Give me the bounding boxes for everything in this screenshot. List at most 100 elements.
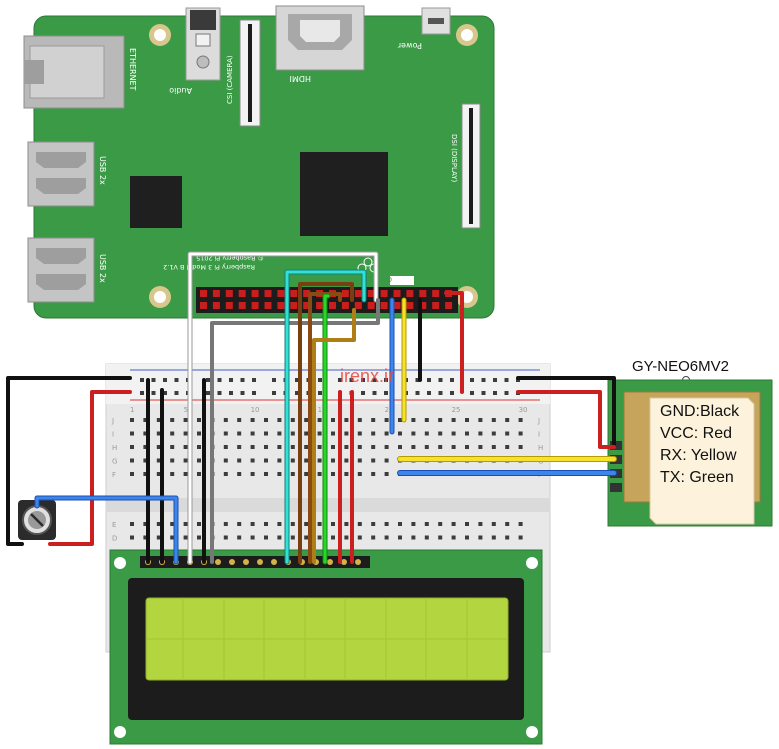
breadboard-hole (331, 445, 335, 449)
gpio-pin (380, 302, 388, 309)
breadboard-hole (197, 445, 201, 449)
breadboard-hole (424, 522, 429, 526)
gps-pin-vcc: VCC: Red (660, 425, 732, 442)
breadboard-hole (331, 431, 335, 436)
lcd-pin (341, 559, 347, 565)
rail-hole (372, 391, 377, 395)
wire-red-gps (516, 390, 616, 449)
breadboard-hole (183, 445, 188, 449)
breadboard-hole (277, 431, 282, 436)
breadboard-hole (237, 472, 242, 476)
breadboard-hole (237, 522, 242, 526)
lcd-mount-holes (114, 557, 538, 738)
breadboard-hole (491, 445, 496, 449)
column-number: 1 (130, 406, 134, 414)
breadboard-hole (170, 431, 175, 436)
breadboard-hole (384, 445, 389, 449)
breadboard-hole (143, 458, 148, 463)
breadboard-hole (237, 445, 242, 449)
breadboard-hole (143, 472, 148, 476)
gps-pin-rx: RX: Yellow (660, 447, 737, 464)
breadboard-hole (250, 458, 255, 463)
breadboard-hole (304, 522, 309, 526)
breadboard-hole (156, 458, 161, 463)
gpio-pin (406, 290, 414, 297)
breadboard-hole (465, 418, 469, 422)
csi-camera-connector: CSI (CAMERA) (226, 19, 261, 127)
breadboard-hole (411, 431, 416, 436)
rail-hole (438, 391, 443, 395)
breadboard-hole (277, 472, 282, 476)
gpio-pin (200, 302, 207, 309)
breadboard-hole (478, 445, 483, 449)
breadboard-hole (344, 431, 349, 436)
usb-port-top: USB 2x (27, 141, 107, 207)
breadboard-hole (156, 418, 161, 422)
breadboard-hole (505, 418, 510, 422)
breadboard-hole (130, 535, 134, 540)
rail-hole (493, 391, 497, 395)
breadboard-hole (223, 458, 228, 463)
breadboard-hole (371, 458, 376, 463)
breadboard-hole (277, 535, 282, 540)
breadboard-hole (264, 458, 268, 463)
breadboard-hole (438, 431, 443, 436)
breadboard-hole (290, 445, 295, 449)
gpio-pin (303, 302, 311, 309)
gpio-pin (251, 302, 259, 309)
watermark: irenx.ir (340, 366, 394, 386)
breadboard-hole (143, 418, 148, 422)
gpio-pin (354, 302, 362, 309)
breadboard-hole (223, 431, 228, 436)
breadboard-hole (478, 418, 483, 422)
breadboard-hole (371, 445, 376, 449)
breadboard-hole (290, 535, 295, 540)
breadboard-hole (518, 535, 523, 540)
wire-brown-lcd-1 (298, 282, 354, 564)
breadboard-hole (317, 445, 322, 449)
breadboard-hole (357, 445, 362, 449)
rail-hole (361, 378, 365, 382)
row-letter: D (112, 535, 117, 543)
gpio-pin (406, 302, 414, 309)
usb-bottom-label: USB 2x (98, 254, 107, 283)
breadboard-hole (317, 431, 322, 436)
breadboard-hole (130, 458, 134, 463)
wire-olive-lcd (312, 308, 356, 564)
model-label: Raspberry Pi 3 Model B V1.2 (163, 263, 255, 271)
breadboard-hole (250, 535, 255, 540)
breadboard-hole (223, 418, 228, 422)
row-letter: H (538, 444, 543, 452)
row-letter: J (111, 417, 114, 425)
rail-hole (470, 391, 474, 395)
rail-hole (470, 378, 474, 382)
lcd-character-grid (146, 598, 508, 680)
breadboard-hole (398, 431, 402, 436)
rail-hole (427, 391, 431, 395)
rail-hole (217, 391, 222, 395)
rail-hole (272, 378, 276, 382)
row-letter: I (538, 431, 540, 439)
breadboard-hole (411, 535, 416, 540)
csi-label: CSI (CAMERA) (226, 55, 234, 104)
gpio-pin (367, 302, 375, 309)
breadboard-hole (304, 418, 309, 422)
breadboard-hole (250, 445, 255, 449)
rail-hole (174, 391, 179, 395)
breadboard-hole (451, 522, 456, 526)
rail-hole (163, 378, 167, 382)
lcd-pin (243, 559, 249, 565)
breadboard-hole (143, 445, 148, 449)
gpio-pin (277, 302, 285, 309)
wire-black-gps (516, 376, 616, 447)
rail-hole (338, 378, 342, 382)
breadboard-hole (384, 522, 389, 526)
breadboard-hole (451, 445, 456, 449)
breadboard-hole (277, 418, 282, 422)
gpio-pin (264, 302, 272, 309)
breadboard-hole (371, 535, 376, 540)
breadboard-hole (183, 535, 188, 540)
breadboard-hole (398, 522, 402, 526)
row-letter: G (112, 458, 117, 466)
breadboard-hole (344, 522, 349, 526)
